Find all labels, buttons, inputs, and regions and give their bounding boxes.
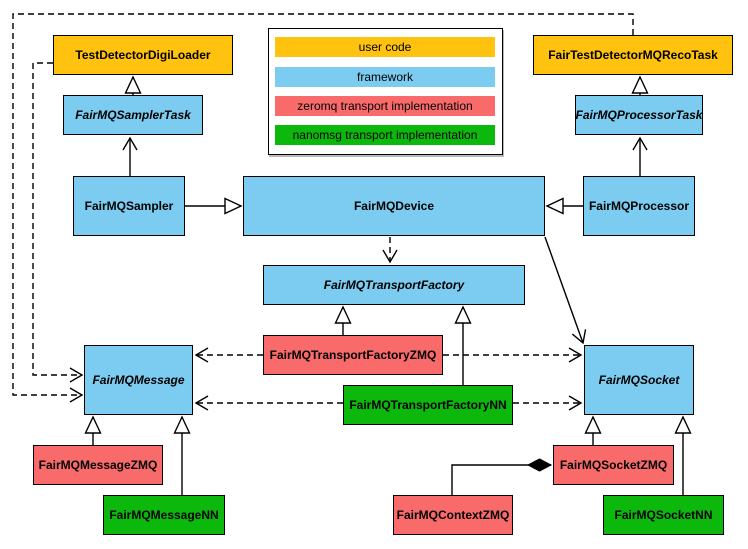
node-fairmqmessagezmq: FairMQMessageZMQ	[33, 445, 163, 485]
node-fairmqcontextzmq: FairMQContextZMQ	[393, 495, 513, 535]
legend-item-zeromq: zeromq transport implementation	[275, 96, 495, 116]
legend-box: user code framework zeromq transport imp…	[268, 28, 503, 155]
node-fairmqprocessor: FairMQProcessor	[583, 176, 695, 236]
legend-label: zeromq transport implementation	[297, 99, 473, 113]
node-fairmqsamplertask: FairMQSamplerTask	[63, 95, 203, 135]
node-fairmqtransportfactoryzmq: FairMQTransportFactoryZMQ	[263, 335, 443, 375]
node-fairmqmessagenn: FairMQMessageNN	[103, 495, 225, 535]
legend-label: framework	[356, 70, 413, 84]
node-fairmqdevice: FairMQDevice	[243, 176, 545, 236]
legend-item-nanomsg: nanomsg transport implementation	[275, 125, 495, 145]
node-fairmqsocketzmq: FairMQSocketZMQ	[553, 445, 674, 485]
edge-contextzmq-to-socketzmq	[451, 465, 551, 495]
legend-item-framework: framework	[275, 67, 495, 87]
node-fairmqsampler: FairMQSampler	[73, 176, 185, 236]
edge-digiloader-to-message	[32, 62, 84, 383]
node-fairmqsocketnn: FairMQSocketNN	[603, 495, 724, 535]
edge-recotask-to-message	[12, 13, 634, 403]
edge-device-to-socket	[544, 236, 587, 345]
node-fairmqprocessortask: FairMQProcessorTask	[575, 95, 703, 135]
node-testdetectordigiloader: TestDetectorDigiLoader	[53, 35, 233, 75]
node-fairmqsocket: FairMQSocket	[584, 345, 694, 415]
node-fairmqtransportfactorynn: FairMQTransportFactoryNN	[343, 385, 513, 425]
node-fairmqmessage: FairMQMessage	[84, 345, 193, 415]
legend-item-user-code: user code	[275, 37, 495, 57]
node-fairmqtransportfactory: FairMQTransportFactory	[263, 265, 525, 305]
legend-label: nanomsg transport implementation	[292, 128, 478, 142]
legend-label: user code	[358, 40, 412, 54]
node-fairtestdetectormqrecotask: FairTestDetectorMQRecoTask	[533, 35, 733, 75]
